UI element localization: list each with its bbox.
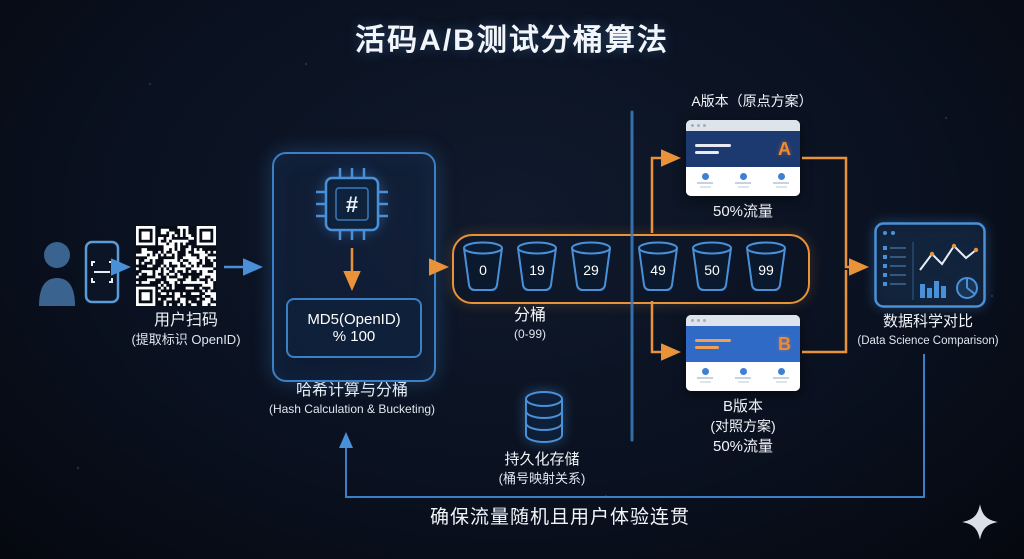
hero-text-lines xyxy=(695,140,731,158)
version-b-title: B版本 xyxy=(722,398,763,415)
arrow-buckets-to-version-b xyxy=(650,301,681,361)
bucket-value: 0 xyxy=(479,262,487,278)
browser-a-hero: A xyxy=(686,131,800,167)
md5-formula-line1: MD5(OpenID) xyxy=(307,311,401,328)
browser-a-footer xyxy=(686,167,800,196)
browser-b-titlebar xyxy=(686,315,800,326)
hero-text-lines xyxy=(695,335,731,353)
browser-a-titlebar xyxy=(686,120,800,131)
bucket-value: 50 xyxy=(704,262,720,278)
phone-icon xyxy=(84,240,120,304)
browser-b-mockup: B xyxy=(686,315,800,391)
bar-chart-icon xyxy=(920,281,946,298)
arrow-versions-to-dashboard xyxy=(802,156,869,276)
qr-code xyxy=(136,226,216,306)
version-a-title: A版本（原点方案） xyxy=(691,93,813,109)
person-icon xyxy=(39,240,120,306)
line-chart-icon xyxy=(919,244,977,271)
version-b-traffic: 50%流量 xyxy=(712,438,774,455)
storage-label: 持久化存储 xyxy=(504,451,580,468)
pie-chart-icon xyxy=(956,277,978,299)
version-b-badge: B xyxy=(778,333,791,354)
hash-sublabel: (Hash Calculation & Bucketing) xyxy=(268,402,436,416)
bucket-icon: 0 xyxy=(463,241,503,291)
version-b-subtitle: (对照方案) xyxy=(710,418,776,434)
bucket-range: (0-99) xyxy=(513,327,546,341)
bucket-value: 49 xyxy=(650,262,666,278)
scan-label: 用户扫码 xyxy=(153,312,218,329)
scan-sublabel: (提取标识 OpenID) xyxy=(131,332,241,347)
browser-b-footer xyxy=(686,362,800,391)
bucket-icon: 50 xyxy=(692,241,732,291)
sparkle-icon xyxy=(962,504,998,540)
version-a-traffic: 50%流量 xyxy=(712,203,774,220)
page-title: 活码A/B测试分桶算法 xyxy=(355,24,669,57)
hash-symbol: # xyxy=(346,192,358,217)
comparison-sublabel: (Data Science Comparison) xyxy=(857,335,999,347)
bucket-icon: 19 xyxy=(517,241,557,291)
bucket-icon: 99 xyxy=(746,241,786,291)
arrow-buckets-to-version-a xyxy=(650,149,681,233)
comparison-label: 数据科学对比 xyxy=(882,313,973,330)
browser-b-hero: B xyxy=(686,326,800,362)
bucket-value: 19 xyxy=(529,262,545,278)
chip-icon: # xyxy=(316,168,388,240)
hash-label: 哈希计算与分桶 xyxy=(295,382,408,399)
version-a-badge: A xyxy=(778,138,791,159)
storage-sublabel: (桶号映射关系) xyxy=(498,471,586,486)
md5-formula-box: MD5(OpenID) % 100 xyxy=(286,298,422,358)
bucket-label: 分桶 xyxy=(513,307,546,324)
database-icon xyxy=(525,391,563,443)
dashboard-icon xyxy=(874,222,986,308)
dashboard-list-icon xyxy=(883,246,906,286)
footer-note: 确保流量随机且用户体验连贯 xyxy=(429,507,690,528)
bucket-value: 99 xyxy=(758,262,774,278)
browser-a-mockup: A xyxy=(686,120,800,196)
bucket-icon: 49 xyxy=(638,241,678,291)
md5-formula-line2: % 100 xyxy=(332,328,376,345)
bucket-value: 29 xyxy=(583,262,599,278)
bucket-icon: 29 xyxy=(571,241,611,291)
